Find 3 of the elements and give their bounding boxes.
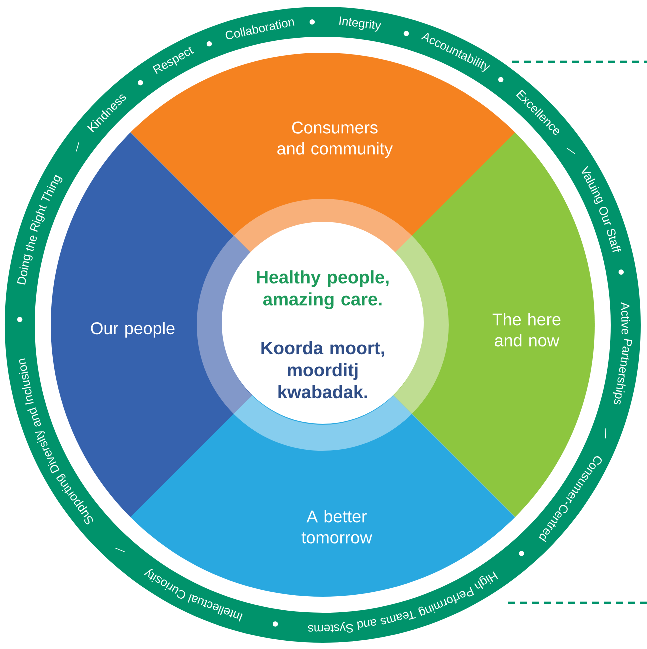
ring-text: Collaboration xyxy=(226,20,295,40)
ring-text: Active Partnerships xyxy=(613,302,632,405)
ring-text: Integrity xyxy=(339,16,382,32)
